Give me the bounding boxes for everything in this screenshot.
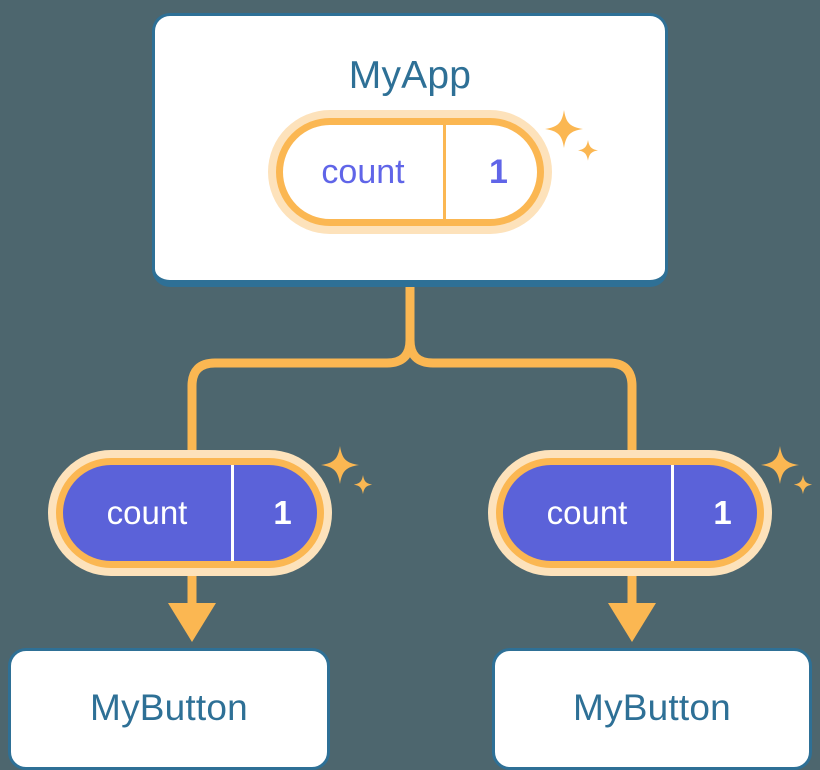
- component-card-mybutton-left[interactable]: MyButton: [8, 648, 330, 770]
- state-value-label: 1: [671, 465, 757, 561]
- state-pill-body: count 1: [56, 458, 324, 568]
- page-title: MyApp: [348, 54, 472, 97]
- arrow-right-group: [608, 576, 656, 642]
- state-pill-body: count 1: [276, 118, 544, 226]
- state-pill-mybutton-right[interactable]: count 1: [488, 450, 772, 576]
- state-pill-mybutton-left[interactable]: count 1: [48, 450, 332, 576]
- down-arrow-icon: [168, 603, 216, 642]
- down-arrow-icon: [608, 603, 656, 642]
- component-card-label: MyButton: [90, 687, 248, 728]
- state-pill-myapp[interactable]: count 1: [268, 110, 552, 234]
- component-card-mybutton-right[interactable]: MyButton: [492, 648, 812, 770]
- state-key-label: count: [546, 494, 628, 531]
- connector-branch-left: [187, 339, 415, 455]
- state-value-label: 1: [443, 125, 537, 219]
- state-value-label: 1: [231, 465, 317, 561]
- arrow-left-group: [168, 576, 216, 642]
- state-key-label: count: [321, 152, 405, 191]
- component-card-label: MyButton: [573, 687, 731, 728]
- connector-branch-right: [405, 339, 637, 455]
- state-pill-body: count 1: [496, 458, 764, 568]
- state-key-label: count: [106, 494, 188, 531]
